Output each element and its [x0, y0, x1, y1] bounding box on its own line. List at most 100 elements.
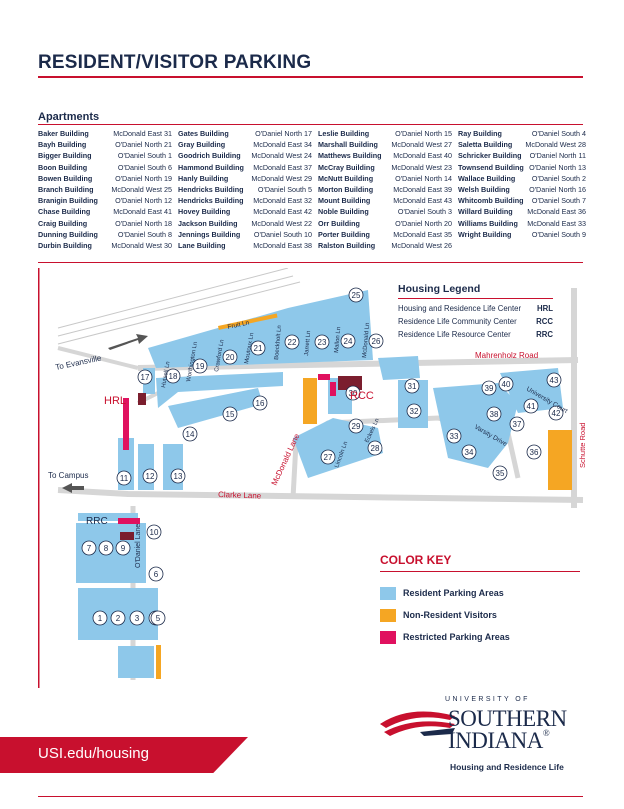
apartment-location: O'Daniel North 13	[529, 162, 586, 172]
apartment-location: McDonald East 35	[393, 229, 452, 239]
apartment-location: McDonald East 40	[393, 151, 452, 161]
apartment-location: McDonald West 29	[251, 173, 312, 183]
apartment-name: Durbin Building	[38, 240, 92, 250]
apartment-location: McDonald West 25	[111, 184, 172, 194]
svg-text:34: 34	[465, 448, 474, 457]
mcdonald-lane-road	[290, 415, 521, 499]
apartment-location: O'Daniel South 3	[397, 207, 452, 217]
svg-text:Hutsell Ln: Hutsell Ln	[161, 361, 172, 388]
svg-text:3: 3	[135, 614, 140, 623]
apartment-name: Hendricks Building	[178, 196, 244, 206]
apartment-row: Porter Building McDonald East 35	[318, 229, 458, 240]
logo-university-of: UNIVERSITY OF	[445, 696, 530, 703]
apartment-location: O'Daniel South 4	[531, 129, 586, 138]
svg-text:41: 41	[527, 402, 536, 411]
map-divider	[38, 262, 583, 263]
apartment-location: O'Daniel South 10	[253, 229, 312, 239]
apartment-name: Morton Building	[318, 184, 374, 194]
page-title: RESIDENT/VISITOR PARKING	[38, 52, 312, 73]
color-key-row: Non-Resident Visitors	[380, 604, 580, 626]
apartment-row: Morton Building McDonald East 39	[318, 184, 458, 195]
bottom-divider	[38, 796, 583, 797]
apartment-name: Craig Building	[38, 218, 88, 228]
svg-text:Crawford Ln: Crawford Ln	[214, 339, 226, 372]
apartment-row: Willard Building McDonald East 36	[458, 206, 592, 217]
apartment-name: Hovey Building	[178, 207, 231, 217]
apartment-name: Willard Building	[458, 207, 513, 217]
apartment-location: O'Daniel South 9	[531, 229, 586, 239]
apartment-name: Branigin Building	[38, 196, 98, 206]
svg-text:5: 5	[156, 614, 161, 623]
svg-text:10: 10	[150, 528, 159, 537]
apartment-name: Wright Building	[458, 229, 512, 239]
svg-text:To Campus: To Campus	[48, 471, 88, 480]
apartment-location: O'Daniel South 6	[117, 162, 172, 172]
svg-text:13: 13	[174, 472, 183, 481]
svg-text:35: 35	[496, 469, 505, 478]
apartment-name: McCray Building	[318, 162, 375, 172]
apartment-name: Goodrich Building	[178, 151, 241, 161]
apartment-name: Porter Building	[318, 229, 370, 239]
usi-logo: UNIVERSITY OF SOUTHERN INDIANA® Housing …	[380, 696, 580, 776]
entry-road	[57, 346, 139, 370]
resident-swatch	[380, 586, 396, 600]
svg-text:23: 23	[318, 338, 327, 347]
rrc-marker: RRC	[86, 516, 108, 527]
apartment-location: McDonald West 22	[251, 218, 312, 228]
apartment-name: Chase Building	[38, 207, 91, 217]
restricted-parking	[118, 374, 336, 524]
title-divider	[38, 76, 583, 78]
svg-text:28: 28	[371, 444, 380, 453]
apartment-name: Whitcomb Building	[458, 196, 524, 206]
apartment-name: Dunning Building	[38, 229, 98, 239]
apartment-name: Townsend Building	[458, 162, 524, 172]
svg-text:7: 7	[87, 544, 92, 553]
svg-text:15: 15	[226, 410, 235, 419]
svg-text:Fruit Ln: Fruit Ln	[227, 319, 250, 331]
color-key: COLOR KEY Resident Parking Areas Non-Res…	[380, 553, 580, 648]
apartment-location: McDonald West 27	[391, 140, 452, 150]
apartment-name: Hammond Building	[178, 162, 244, 172]
apartment-location: McDonald East 32	[253, 196, 312, 206]
svg-text:1: 1	[98, 614, 103, 623]
svg-text:Jarrett Ln: Jarrett Ln	[304, 330, 312, 356]
svg-text:Schutte Road: Schutte Road	[578, 423, 586, 468]
apartment-name: Matthews Building	[318, 151, 382, 161]
apartment-location: McDonald East 34	[253, 140, 312, 150]
apartment-name: Lane Building	[178, 240, 226, 250]
apartment-name: Williams Building	[458, 218, 518, 228]
svg-text:Mallon Ln: Mallon Ln	[334, 327, 342, 353]
apartment-name: Ray Building	[458, 129, 502, 138]
svg-text:11: 11	[120, 474, 129, 483]
apartment-location: McDonald East 42	[253, 207, 312, 217]
svg-text:Mahrenholz Road: Mahrenholz Road	[475, 351, 538, 360]
apartment-location: McDonald West 26	[391, 240, 452, 250]
apartment-name: Hendricks Building	[178, 184, 244, 194]
color-key-divider	[380, 571, 580, 572]
apartment-location: O'Daniel North 15	[395, 129, 452, 138]
logo-indiana: INDIANA®	[448, 728, 550, 753]
apartment-name: Marshall Building	[318, 140, 378, 150]
apartment-name: Baker Building	[38, 129, 89, 138]
restricted-swatch	[380, 630, 396, 644]
color-key-row: Resident Parking Areas	[380, 582, 580, 604]
svg-text:20: 20	[226, 353, 235, 362]
footer-url-link[interactable]: USI.edu/housing	[38, 745, 149, 762]
mahrenholz-road	[137, 357, 579, 371]
apartment-location: McDonald East 36	[527, 207, 586, 217]
apartment-location: McDonald East 39	[393, 184, 452, 194]
apartment-row: Ray Building O'Daniel South 4	[458, 128, 592, 139]
apartment-location: O'Daniel North 19	[115, 173, 172, 183]
